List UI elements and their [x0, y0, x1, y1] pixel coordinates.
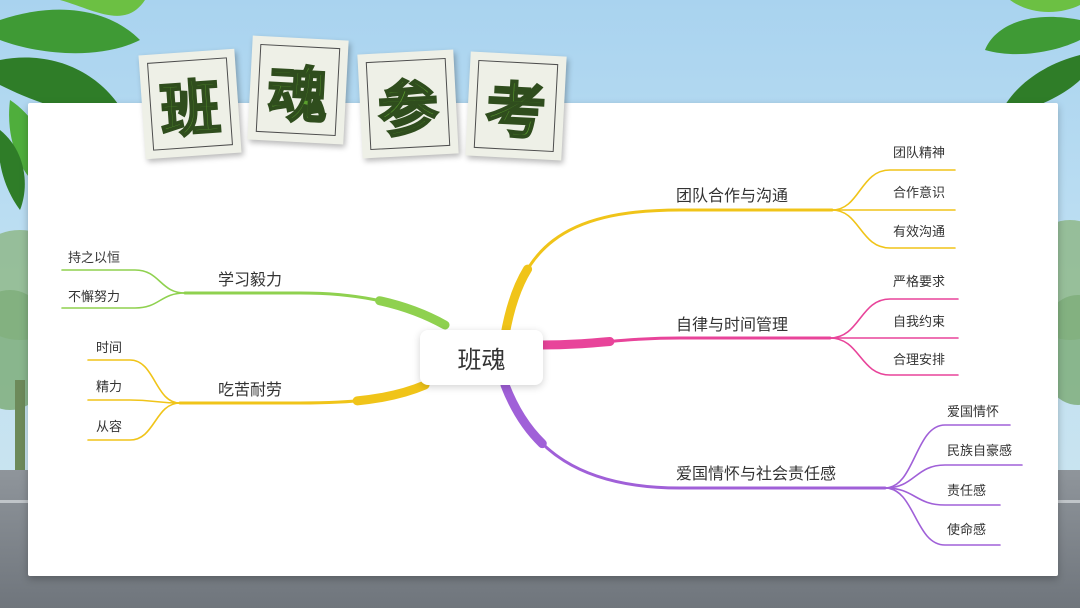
- leaf-node[interactable]: 合作意识: [893, 186, 946, 201]
- connector-leaves-2: [829, 298, 959, 376]
- branch-self-discipline[interactable]: 自律与时间管理: [676, 315, 789, 334]
- connector-branch-2: [538, 336, 832, 347]
- leaf-node[interactable]: 精力: [96, 380, 123, 395]
- leaf-node[interactable]: 有效沟通: [893, 225, 946, 240]
- leaf-node[interactable]: 团队精神: [893, 146, 946, 161]
- connector-branch-5: [175, 380, 430, 408]
- leaf-node[interactable]: 民族自豪感: [947, 444, 1013, 459]
- leaf-node[interactable]: 不懈努力: [68, 290, 121, 305]
- leaf-node[interactable]: 责任感: [947, 484, 987, 499]
- connector-branch-1: [503, 208, 834, 337]
- connector-leaves-3: [884, 424, 1023, 546]
- leaf-decoration-icon: [985, 0, 1080, 115]
- leaf-node[interactable]: 爱国情怀: [947, 405, 1000, 420]
- connector-leaves-5: [87, 359, 181, 441]
- branch-perseverance[interactable]: 学习毅力: [218, 270, 283, 289]
- branch-teamwork[interactable]: 团队合作与沟通: [676, 186, 789, 205]
- leaf-node[interactable]: 合理安排: [893, 353, 946, 368]
- connector-branch-4: [183, 291, 447, 327]
- leaf-node[interactable]: 持之以恒: [68, 251, 121, 266]
- leaf-node[interactable]: 自我约束: [893, 315, 946, 330]
- leaf-node[interactable]: 使命感: [947, 523, 987, 538]
- branch-patriotism[interactable]: 爱国情怀与社会责任感: [676, 464, 837, 483]
- branch-hard-work[interactable]: 吃苦耐劳: [218, 380, 283, 399]
- leaf-node[interactable]: 从容: [96, 420, 123, 435]
- mindmap-root[interactable]: 班魂: [420, 330, 543, 385]
- leaf-node[interactable]: 严格要求: [893, 275, 946, 290]
- connector-branch-5: [178, 383, 427, 405]
- connector-branch-3: [503, 383, 887, 490]
- connector-leaves-1: [831, 169, 956, 249]
- leaf-node[interactable]: 时间: [96, 341, 123, 356]
- content-card: [28, 103, 1058, 576]
- connector-leaves-4: [61, 269, 186, 309]
